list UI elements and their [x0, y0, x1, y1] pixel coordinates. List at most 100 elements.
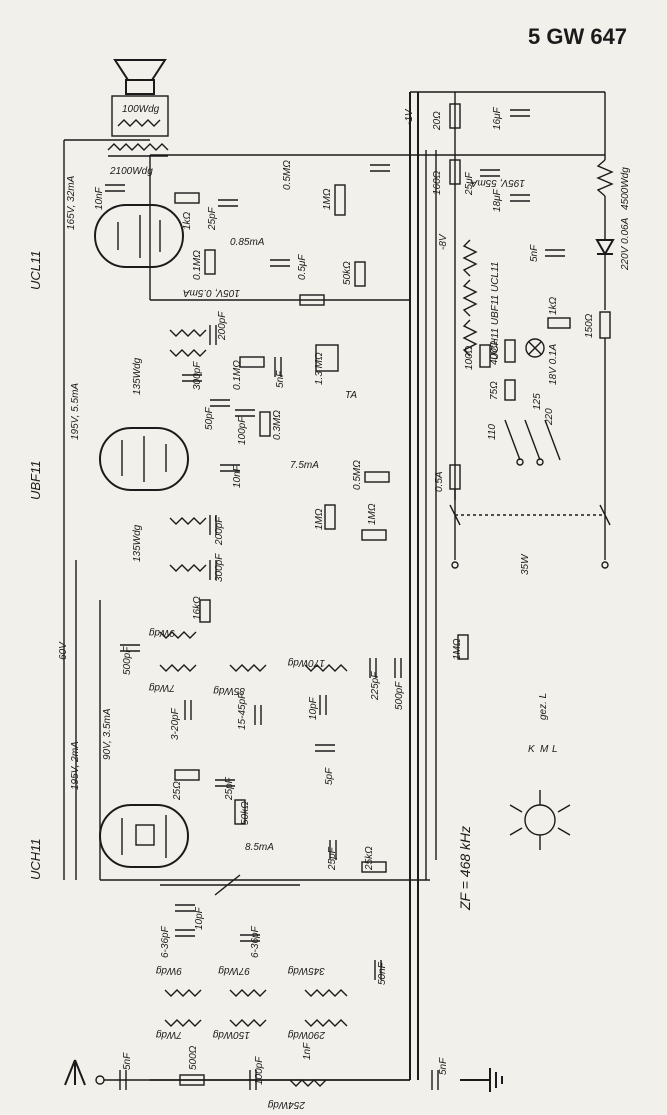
label-90v: 90V, 3.5mA: [102, 708, 113, 760]
band-m-label: M: [540, 744, 549, 755]
r-50kb-label: 50kΩ: [240, 801, 251, 825]
mains-section: 0.5A 35W: [434, 464, 611, 575]
c-10nf-b-label: 10nF: [232, 464, 243, 488]
c-50pf-label: 50pF: [204, 406, 215, 430]
fuse-label: 0.5A: [434, 471, 445, 492]
r-05-label: 0.5MΩ: [282, 160, 293, 190]
band-switch: K M L gez. L: [509, 693, 571, 850]
ta-label: TA: [345, 390, 357, 401]
c-6-36-label: 6-36pF: [160, 925, 171, 958]
c-25pf-c-label: 25pF: [327, 846, 338, 871]
r-20-label: 20Ω: [432, 111, 443, 131]
c-15-45-label: 15-45pF: [237, 692, 248, 730]
label-195v-2mA: 195V, 2mA: [70, 741, 81, 790]
ant-9-label: 9Wdg: [155, 965, 182, 976]
c-300pf-b-label: 300pF: [214, 553, 225, 582]
osc-85-label: 85Wdg: [213, 685, 245, 696]
voltage-selector: 110 125 220: [487, 393, 561, 466]
tap-220: 220: [544, 408, 555, 426]
power-supply: 20Ω 160Ω 16μF 25μF 18μF 4500Wdg 220V 0.0…: [432, 92, 631, 560]
volume-pot-label: 1.3 MΩ: [314, 352, 325, 385]
tube-label-uch11: UCH11: [28, 838, 43, 880]
ucl11-stage: 10nF 1kΩ 25pF 0.85mA 0.1MΩ 0.5MΩ 1MΩ 50k…: [94, 160, 390, 306]
c-1nf-label: 1nF: [302, 1042, 313, 1060]
i-085-label: 0.85mA: [230, 237, 265, 248]
c-5nf-b-label: 5nF: [275, 370, 286, 388]
label-195v-55mA: 195V, 55mA: [470, 177, 525, 188]
tube-label-ubf11: UBF11: [28, 461, 43, 501]
c-25pf-b-label: 25pF: [224, 776, 235, 801]
label-105v: 105V, 0.5mA: [183, 287, 240, 298]
c-5nf-label: 5nF: [529, 244, 540, 262]
c-10pf-b-label: 10pF: [194, 906, 205, 930]
r-1md-label: 1MΩ: [452, 638, 463, 660]
c-10pf-label: 10pF: [308, 696, 319, 720]
c-25pf-label: 25pF: [207, 206, 218, 231]
c-100pf-label: 100pF: [237, 416, 248, 445]
osc-7-label: 7Wdg: [148, 682, 175, 693]
c-200pf-label: 200pF: [217, 311, 228, 341]
band-l-label: L: [552, 744, 558, 755]
r-50k-label: 50kΩ: [342, 261, 353, 285]
i-75-label: 7.5mA: [290, 460, 319, 471]
c-18uf-label: 18μF: [492, 188, 503, 212]
r-150-label: 150Ω: [584, 313, 595, 338]
c-300pf-label: 300pF: [192, 361, 203, 390]
antenna-input: 5nF 500Ω 100pF 1nF 254Wdg 5nF: [64, 1042, 503, 1110]
wdg-135-label: 135Wdg: [132, 357, 143, 395]
if-frequency-label: ZF = 468 kHz: [457, 826, 473, 911]
output-transformer: 2100Wdg: [107, 143, 169, 177]
power-label: 35W: [520, 553, 531, 575]
r-1m-label: 1MΩ: [322, 188, 333, 210]
oscillator-section: 9Wdg 500pF 7Wdg 85Wdg 170Wdg 500pF 225pF…: [120, 627, 469, 873]
r-75-label: 75Ω: [489, 381, 500, 400]
ant-254-label: 254Wdg: [267, 1099, 306, 1110]
c-5pf-label: 5pF: [324, 767, 335, 785]
tube-label-ucl11: UCL11: [28, 250, 43, 290]
tap-125: 125: [532, 393, 543, 410]
ant-345-label: 345Wdg: [287, 965, 325, 976]
i-85b-label: 8.5mA: [245, 842, 274, 853]
c-225pf-label: 225pF: [370, 671, 381, 701]
r-160-label: 160Ω: [432, 170, 443, 195]
osc-9-label: 9Wdg: [148, 627, 175, 638]
osc-170-label: 170Wdg: [287, 657, 325, 668]
speaker-winding-label: 100Wdg: [122, 104, 160, 115]
band-note-label: gez. L: [538, 693, 549, 720]
c-05uf-label: 0.5μF: [297, 254, 308, 280]
r-01-label: 0.1MΩ: [192, 250, 203, 280]
r-03-label: 0.3MΩ: [272, 410, 283, 440]
label-minus-1v: -1V: [404, 108, 415, 125]
c-500pf-label: 500pF: [122, 646, 133, 675]
r-16k-label: 16kΩ: [192, 596, 203, 620]
ant-150-label: 150Wdg: [212, 1029, 250, 1040]
rails: [63, 91, 605, 1081]
c-50nf-label: 50nF: [377, 961, 388, 985]
c-200pf-b-label: 200pF: [214, 516, 225, 546]
r-1mc-label: 1MΩ: [367, 503, 378, 525]
tube-ucl11: UCL11: [28, 204, 184, 290]
r-25-label: 25Ω: [172, 781, 183, 801]
tap-110: 110: [487, 424, 498, 440]
tube-ubf11: UBF11: [28, 427, 189, 501]
page-title: 5 GW 647: [528, 24, 627, 49]
r-100-label: 100Ω: [464, 345, 475, 370]
band-k-label: K: [528, 744, 536, 755]
label-165v: 165V, 32mA: [66, 175, 77, 230]
r-1mb-label: 1MΩ: [314, 508, 325, 530]
c-500pf-b-label: 500pF: [394, 681, 405, 710]
c-10nf-label: 10nF: [94, 186, 105, 210]
antenna-section: 10pF 6-36pF 6-36pF 9Wdg 97Wdg 345Wdg 50n…: [155, 874, 388, 1040]
ubf11-stage: 200pF 135Wdg 300pF 0.1MΩ 5nF 1.3 MΩ TA 5…: [132, 311, 390, 541]
wdg-135b-label: 135Wdg: [132, 524, 143, 562]
choke-label: 4500Wdg: [620, 167, 631, 210]
ant-7-label: 7Wdg: [155, 1029, 182, 1040]
r-1k-ucl-label: 1kΩ: [182, 211, 193, 230]
ant-290-label: 290Wdg: [287, 1029, 326, 1040]
ant-97-label: 97Wdg: [218, 965, 250, 976]
c-6-36b-label: 6-36pF: [250, 925, 261, 958]
r-500-label: 500Ω: [188, 1045, 199, 1070]
transformer-winding-label: 2100Wdg: [109, 166, 153, 177]
c-3-20-label: 3-20pF: [170, 707, 181, 740]
